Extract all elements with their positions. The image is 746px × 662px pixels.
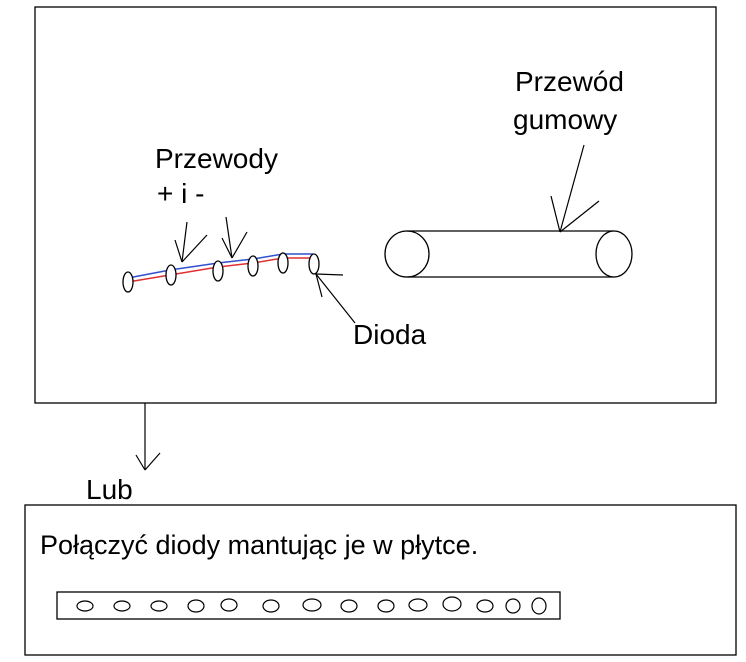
diode bbox=[308, 253, 320, 275]
diode bbox=[150, 600, 168, 612]
diode bbox=[247, 255, 259, 277]
label-przewod: Przewód bbox=[515, 66, 624, 97]
diode bbox=[442, 596, 462, 612]
arrows-przewody bbox=[174, 216, 248, 263]
rubber-tube bbox=[384, 230, 633, 278]
label-dioda: Dioda bbox=[353, 319, 427, 350]
diode bbox=[408, 598, 428, 612]
diode bbox=[187, 599, 205, 613]
diode bbox=[302, 598, 322, 612]
label-lub: Lub bbox=[86, 474, 133, 505]
label-przewody: Przewody bbox=[155, 143, 278, 174]
label-gumowy: gumowy bbox=[513, 104, 617, 135]
instruction-text: Połączyć diody mantując je w płytce. bbox=[40, 530, 478, 560]
board-diodes bbox=[76, 596, 547, 615]
label-plus-minus: + i - bbox=[157, 178, 204, 209]
diode bbox=[476, 599, 494, 613]
diode bbox=[262, 599, 280, 613]
bottom-panel bbox=[24, 504, 737, 656]
diode bbox=[277, 252, 289, 274]
diode bbox=[220, 598, 238, 612]
diode bbox=[113, 600, 131, 612]
diode bbox=[165, 264, 177, 286]
diode bbox=[122, 271, 134, 293]
arrow-lub bbox=[135, 403, 161, 471]
diode bbox=[76, 600, 94, 612]
diode bbox=[212, 260, 224, 282]
arrow-przewod-gumowy bbox=[550, 144, 600, 233]
diode bbox=[340, 599, 358, 613]
arrow-dioda bbox=[315, 273, 356, 324]
diode bbox=[377, 599, 395, 613]
top-panel bbox=[34, 6, 717, 404]
diode bbox=[505, 598, 521, 614]
diode-string bbox=[122, 252, 320, 293]
diode bbox=[531, 597, 547, 615]
diode-board bbox=[56, 591, 561, 620]
